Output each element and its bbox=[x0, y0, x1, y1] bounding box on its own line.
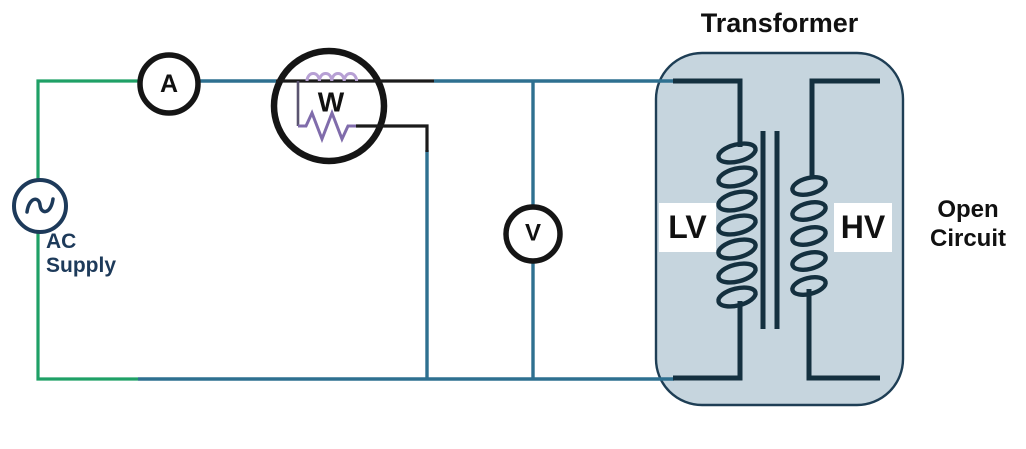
lv-top-terminal bbox=[673, 78, 743, 147]
hv-top-terminal bbox=[809, 78, 880, 177]
wattmeter-voltage-coil bbox=[298, 108, 356, 144]
open-circuit-note: Open Circuit bbox=[929, 196, 1006, 252]
ac-supply-label: AC Supply bbox=[46, 230, 117, 278]
lv-bottom-terminal bbox=[673, 301, 743, 381]
lv-winding-coil bbox=[716, 141, 758, 309]
hv-winding-coil bbox=[790, 175, 828, 297]
hv-winding-label: HV bbox=[834, 203, 892, 252]
lv-winding-label: LV bbox=[659, 203, 716, 252]
ammeter-label: A bbox=[159, 69, 179, 98]
wattmeter-branch-lead bbox=[356, 124, 429, 152]
voltmeter-label: V bbox=[524, 219, 542, 247]
sine-wave-icon bbox=[25, 197, 55, 214]
voltmeter-circle bbox=[503, 204, 563, 264]
wattmeter-current-coil bbox=[305, 72, 359, 82]
transformer-title: Transformer bbox=[700, 8, 859, 38]
ammeter-circle bbox=[137, 52, 201, 116]
wattmeter-label: W bbox=[317, 86, 345, 118]
hv-bottom-terminal bbox=[806, 289, 880, 381]
